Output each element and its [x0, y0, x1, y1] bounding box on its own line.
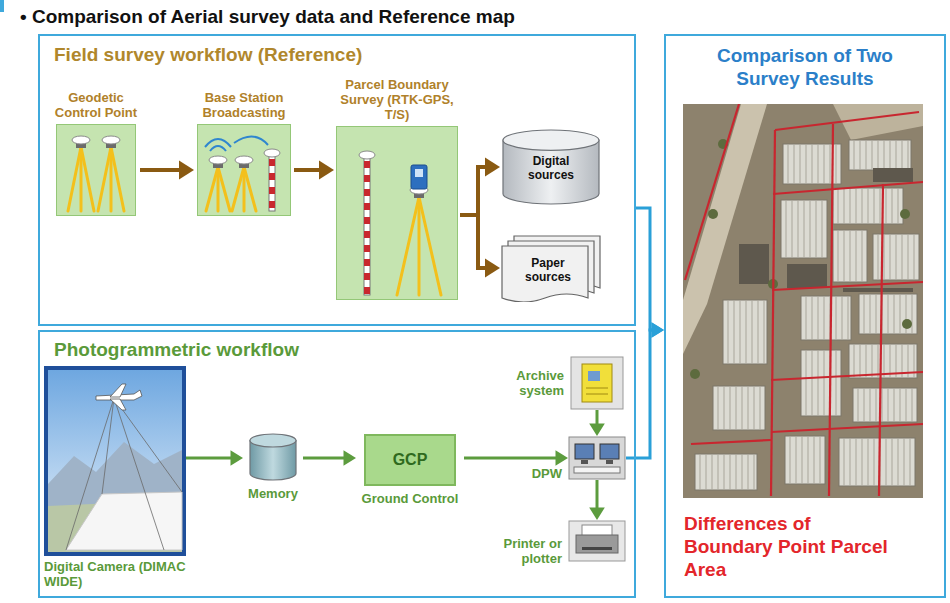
printer-symbol — [568, 520, 626, 562]
survey-equipment — [198, 125, 290, 215]
aerial-photo — [683, 104, 923, 498]
connector-line — [626, 330, 655, 458]
arrow-head — [589, 424, 605, 437]
workstation-symbol — [568, 436, 626, 480]
gcp-box: GCP — [364, 434, 456, 486]
connector — [460, 158, 500, 215]
node-label: Memory — [243, 486, 303, 501]
diagram-title: • Comparison of Aerial survey data and R… — [20, 5, 515, 28]
connector — [636, 208, 664, 338]
connector-line — [186, 457, 234, 460]
survey-step: Parcel Boundary Survey (RTK-GPS, T/S) — [334, 77, 460, 300]
icon-label: Archive system — [492, 368, 564, 398]
camera-node: Digital Camera (DIMAC WIDE) — [44, 366, 186, 589]
result-note: Differences of Boundary Point Parcel Are… — [684, 512, 899, 581]
survey-equipment — [57, 125, 135, 215]
survey-step: Geodetic Control Point — [52, 90, 140, 216]
archive-icon: Archive system — [570, 356, 624, 410]
node-label: Ground Control — [356, 491, 464, 506]
connector-line — [464, 457, 559, 460]
workflow-panel: Field survey workflow (Reference) Geodeti… — [38, 34, 636, 326]
arrow-head — [344, 450, 357, 466]
arrow-head — [179, 161, 194, 180]
connector — [294, 161, 334, 180]
survey-equipment — [337, 127, 457, 299]
arrow-head — [485, 158, 500, 177]
connector — [186, 450, 243, 466]
icon-label: Printer or plotter — [490, 536, 562, 566]
node-label: Digital Camera (DIMAC WIDE) — [44, 559, 186, 589]
connector-line — [596, 480, 599, 511]
connector — [626, 322, 664, 458]
arrow-head — [589, 508, 605, 521]
workflow-panel: Photogrammetric workflowDigital Camera (… — [38, 330, 636, 598]
store-label: Digital sources — [516, 154, 586, 182]
equipment-box — [56, 124, 136, 216]
survey-step: Base Station Broadcasting — [194, 90, 294, 216]
connector — [589, 410, 605, 436]
step-label: Parcel Boundary Survey (RTK-GPS, T/S) — [334, 77, 460, 122]
connector — [464, 450, 568, 466]
step-label: Base Station Broadcasting — [194, 90, 294, 120]
camera-illustration — [44, 366, 186, 556]
equipment-box — [336, 126, 458, 300]
store-label: Paper sources — [512, 256, 584, 284]
box-label: GCP — [393, 451, 428, 469]
connector — [460, 215, 500, 277]
arrow-head — [485, 259, 500, 278]
step-label: Geodetic Control Point — [52, 90, 140, 120]
arrow-head — [652, 322, 665, 338]
archive-symbol — [570, 356, 624, 410]
workstation-icon: DPW — [568, 436, 626, 480]
database-cylinder: Digital sources — [500, 128, 602, 206]
printer-icon: Printer or plotter — [568, 520, 626, 562]
panel-heading: Field survey workflow (Reference) — [54, 43, 362, 66]
connector — [589, 480, 605, 520]
memory-node: Memory — [243, 432, 303, 501]
panel-heading: Comparison of Two Survey Results — [687, 44, 923, 90]
process-node: GCP Ground Control — [356, 434, 464, 506]
connector — [140, 161, 194, 180]
equipment-box — [197, 124, 291, 216]
connector-line — [140, 168, 184, 172]
arrow-head — [652, 322, 665, 338]
result-panel: Comparison of Two Survey ResultsDifferen… — [664, 34, 946, 598]
memory-shape-holder — [247, 432, 299, 482]
arrow-head — [319, 161, 334, 180]
memory-cylinder — [247, 432, 299, 482]
connector — [303, 450, 356, 466]
panel-heading: Photogrammetric workflow — [54, 338, 299, 361]
icon-label: DPW — [490, 466, 562, 481]
corner-tick — [0, 0, 6, 14]
arrow-head — [556, 450, 569, 466]
connector-line — [636, 208, 655, 330]
arrow-head — [231, 450, 244, 466]
connector-line — [303, 457, 347, 460]
document-stack: Paper sources — [500, 234, 602, 302]
